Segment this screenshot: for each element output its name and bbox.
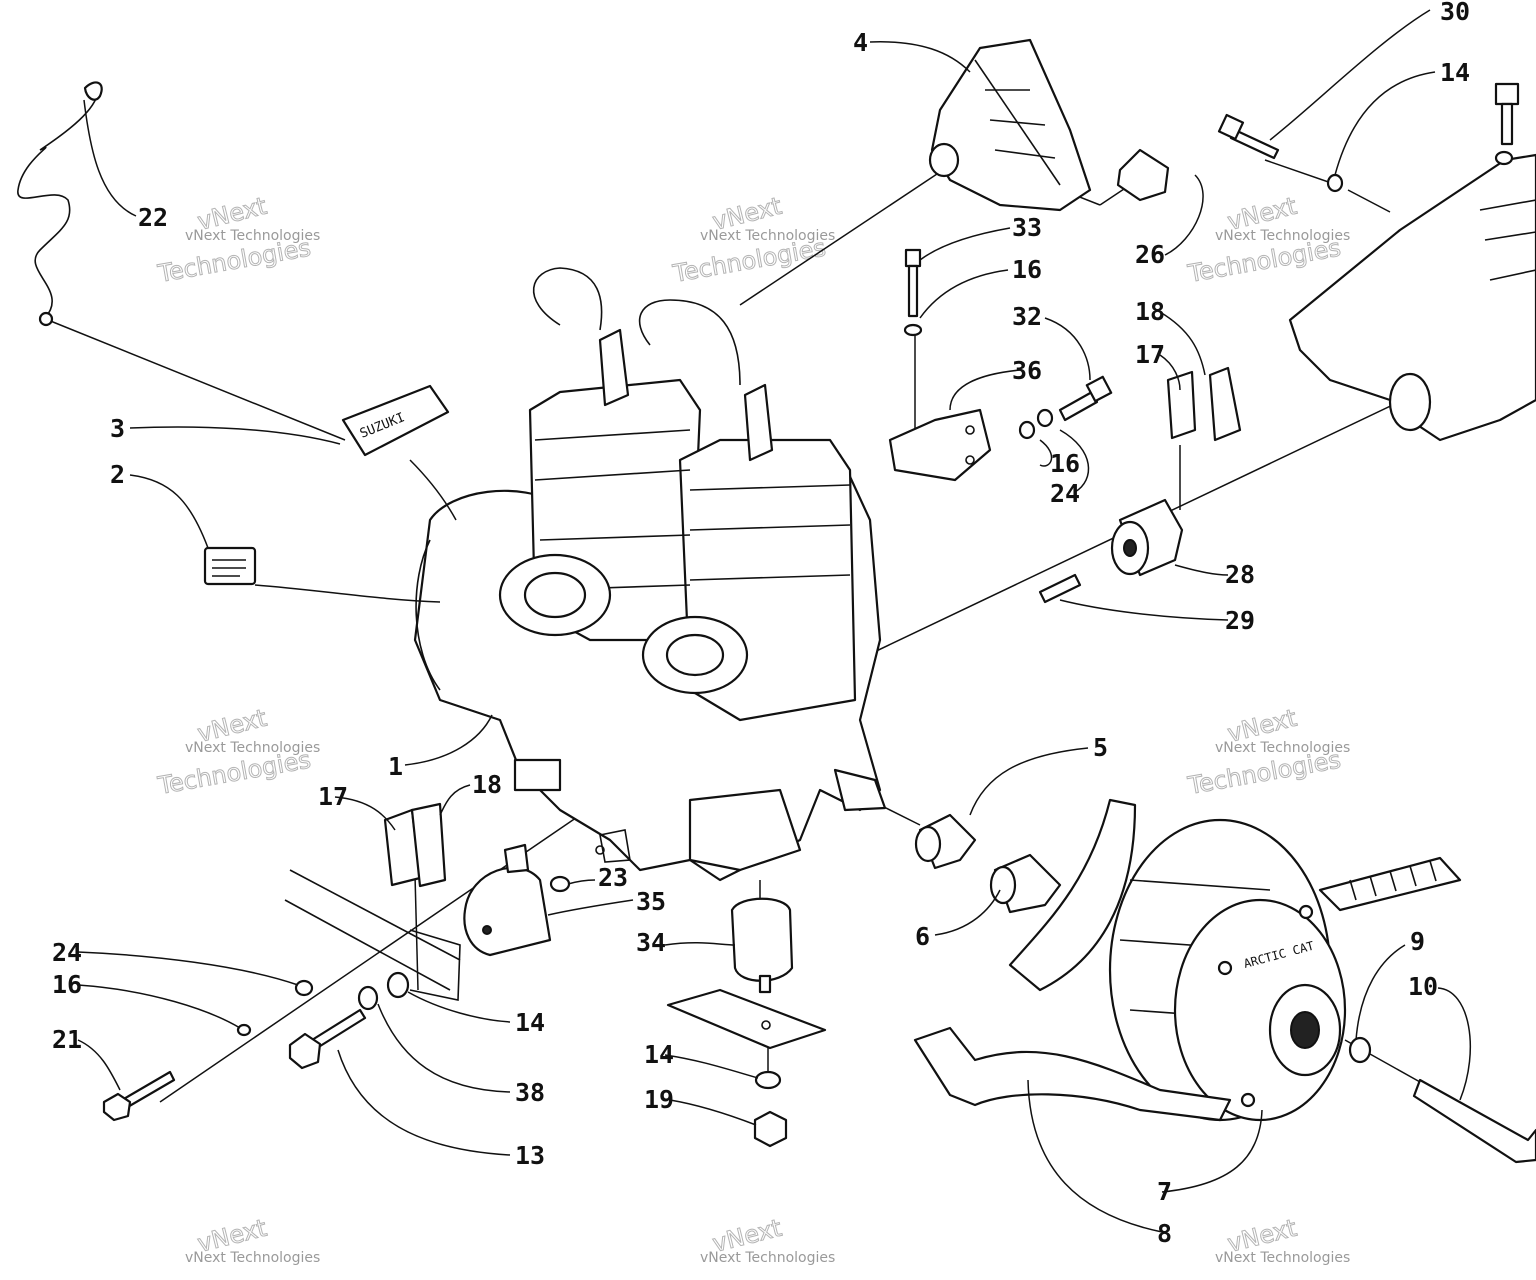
label-36: 36 (1012, 356, 1042, 385)
label-26: 26 (1135, 240, 1165, 269)
mount-34 (730, 897, 794, 994)
bushing-6 (989, 853, 1062, 914)
lock-washer-16-top (903, 323, 923, 337)
frame-rail (284, 869, 461, 1001)
svg-text:vNext Technologies: vNext Technologies (185, 228, 320, 244)
watermark: vNext vNext Technologies Technologies (155, 191, 321, 288)
label-32: 32 (1012, 302, 1042, 331)
washer-38 (357, 985, 379, 1011)
svg-text:vNext Technologies: vNext Technologies (1215, 1250, 1350, 1266)
svg-text:vNext Technologies: vNext Technologies (700, 1250, 835, 1266)
label-35: 35 (636, 887, 666, 916)
label-23: 23 (598, 863, 628, 892)
label-28: 28 (1225, 560, 1255, 589)
watermark: vNext vNext Technologies Technologies (1185, 191, 1351, 288)
watermark: vNext vNext Technologies Technologies (670, 191, 836, 288)
watermark: vNext vNext Technologies Technologies (1185, 703, 1351, 800)
drive-belt-8 (913, 856, 1462, 1122)
decal-small-2 (203, 546, 257, 586)
engine-bracket-4 (928, 38, 1092, 212)
drive-clutch-7: ARCTIC CAT (1008, 798, 1347, 1122)
bolt-21 (102, 1070, 176, 1122)
svg-text:vNext Technologies: vNext Technologies (185, 1250, 320, 1266)
watermark: vNext vNext Technologies (185, 1213, 320, 1266)
lock-washer-16-right (1018, 420, 1036, 440)
stud-29 (1038, 573, 1082, 604)
cap-screw-33 (904, 248, 922, 318)
label-14-top: 14 (1440, 58, 1470, 87)
label-17-lower: 17 (318, 782, 348, 811)
label-29: 29 (1225, 606, 1255, 635)
label-7: 7 (1157, 1177, 1172, 1206)
svg-text:vNext Technologies: vNext Technologies (700, 228, 835, 244)
bolt-32 (1058, 375, 1113, 422)
bracket-30 (1288, 153, 1536, 442)
clutch-bolt-10 (1412, 1078, 1536, 1164)
label-22: 22 (138, 203, 168, 232)
bushing-5 (914, 813, 977, 870)
label-2: 2 (110, 460, 125, 489)
washer-23 (549, 875, 571, 893)
washer-14-bottom (754, 1070, 782, 1090)
cable-22 (17, 81, 103, 327)
washer-9 (1348, 1036, 1372, 1064)
mount-28 (1110, 498, 1184, 577)
label-16-top: 16 (1012, 255, 1042, 284)
label-13: 13 (515, 1141, 545, 1170)
callout-labels: 22 3 2 1 4 30 14 26 33 16 32 36 16 24 18… (52, 0, 1470, 1248)
washer-24-lower (294, 979, 314, 997)
watermark: vNext vNext Technologies (700, 1213, 835, 1266)
label-4: 4 (853, 28, 868, 57)
label-38: 38 (515, 1078, 545, 1107)
callout-leaders (77, 9, 1471, 1233)
label-3: 3 (110, 414, 125, 443)
svg-text:vNext Technologies: vNext Technologies (1215, 740, 1350, 756)
shim-17-upper (1166, 370, 1197, 440)
washer-14-right (1326, 173, 1344, 193)
label-30: 30 (1440, 0, 1470, 26)
decal-large-3: SUZUKI (341, 384, 450, 457)
label-33: 33 (1012, 213, 1042, 242)
label-8: 8 (1157, 1219, 1172, 1248)
mount-35 (463, 843, 552, 957)
label-10: 10 (1408, 972, 1438, 1001)
bolt-30 (1494, 82, 1520, 166)
watermark: vNext vNext Technologies Technologies (155, 703, 321, 800)
label-17-top: 17 (1135, 340, 1165, 369)
label-34: 34 (636, 928, 666, 957)
label-14-bottom: 14 (644, 1040, 674, 1069)
label-24-lower: 24 (52, 938, 82, 967)
clip-26 (1116, 148, 1170, 202)
plate (666, 988, 827, 1050)
shim-18-upper (1208, 366, 1242, 442)
label-16-mid: 16 (1050, 449, 1080, 478)
bolt-13 (288, 1008, 367, 1070)
label-6: 6 (915, 922, 930, 951)
label-24-mid: 24 (1050, 479, 1080, 508)
svg-text:vNext Technologies: vNext Technologies (1215, 228, 1350, 244)
label-21: 21 (52, 1025, 82, 1054)
bracket-36 (888, 408, 992, 482)
svg-text:vNext Technologies: vNext Technologies (185, 740, 320, 756)
washer-14-lower (386, 971, 410, 999)
label-18-top: 18 (1135, 297, 1165, 326)
label-19: 19 (644, 1085, 674, 1114)
label-16-lower: 16 (52, 970, 82, 999)
watermark: vNext vNext Technologies (1215, 1213, 1350, 1266)
label-18-lower: 18 (472, 770, 502, 799)
lock-washer-16-lower (236, 1023, 252, 1037)
bolt-14-right (1217, 113, 1280, 160)
washer-24-right (1036, 408, 1054, 428)
label-9: 9 (1410, 927, 1425, 956)
engine-1 (413, 267, 887, 882)
label-5: 5 (1093, 733, 1108, 762)
nut-19 (753, 1110, 788, 1148)
label-14-lower: 14 (515, 1008, 545, 1037)
shim-18-lower (410, 802, 447, 888)
label-1: 1 (388, 752, 403, 781)
